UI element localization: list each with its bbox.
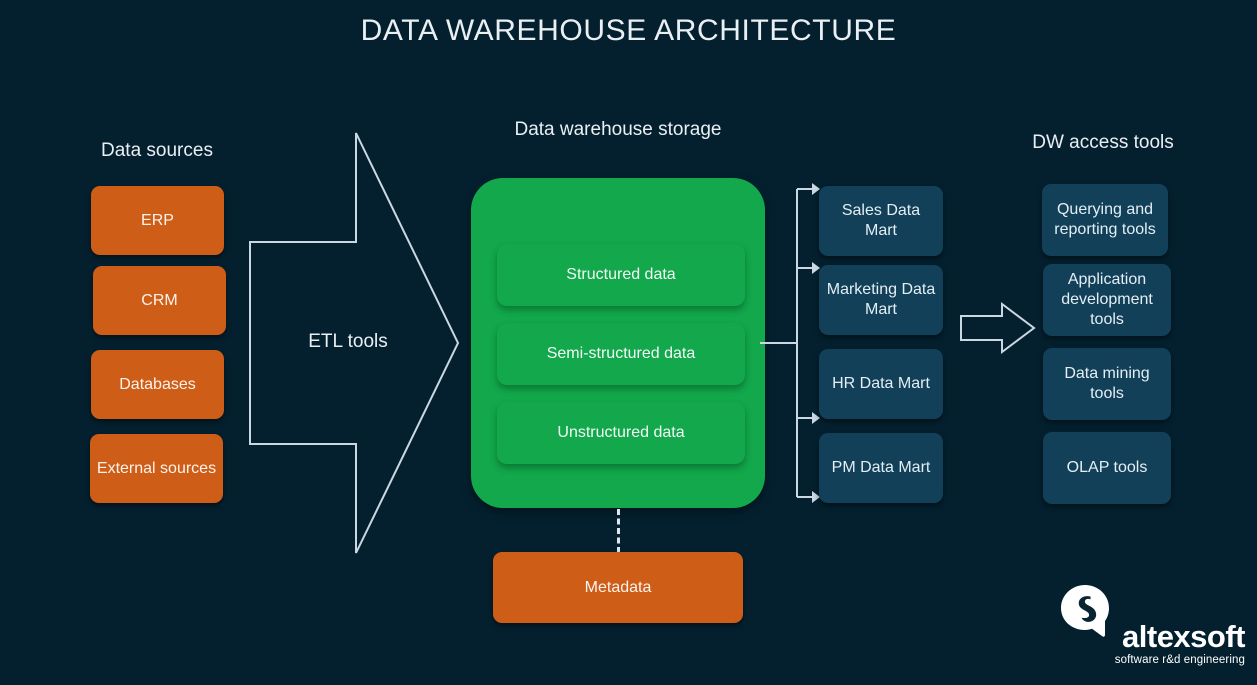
access-tool-querying-reporting[interactable]: Querying and reporting tools (1042, 184, 1168, 256)
access-tool-data-mining[interactable]: Data mining tools (1043, 348, 1171, 420)
data-source-external-sources[interactable]: External sources (90, 434, 223, 503)
altexsoft-wordmark: altexsoft (1122, 619, 1245, 654)
page-title: DATA WAREHOUSE ARCHITECTURE (360, 14, 897, 47)
data-warehouse-storage-box[interactable]: Structured data Semi-structured data Uns… (471, 178, 765, 508)
storage-panel-unstructured-data[interactable]: Unstructured data (497, 402, 745, 464)
altexsoft-tagline: software r&d engineering (1114, 654, 1245, 666)
storage-panel-semi-structured-data[interactable]: Semi-structured data (497, 323, 745, 385)
data-source-crm[interactable]: CRM (93, 266, 226, 335)
altexsoft-speech-bubble-icon (1061, 585, 1109, 637)
storage-panel-structured-data[interactable]: Structured data (497, 244, 745, 306)
data-mart-marketing[interactable]: Marketing Data Mart (819, 265, 943, 335)
access-tool-olap[interactable]: OLAP tools (1043, 432, 1171, 504)
metadata-dashed-connector (617, 509, 620, 553)
data-source-databases[interactable]: Databases (91, 350, 224, 419)
data-source-erp[interactable]: ERP (91, 186, 224, 255)
data-mart-pm[interactable]: PM Data Mart (819, 433, 943, 503)
metadata-card[interactable]: Metadata (493, 552, 743, 623)
section-heading-dw-access-tools: DW access tools (1032, 132, 1174, 153)
storage-to-marts-connector (760, 183, 820, 503)
access-tool-application-development[interactable]: Application development tools (1043, 264, 1171, 336)
marts-to-tools-arrow-icon (960, 302, 1036, 354)
etl-tools-label: ETL tools (308, 331, 388, 352)
section-heading-data-sources: Data sources (101, 140, 213, 161)
etl-arrow-shape (249, 132, 460, 554)
section-heading-storage: Data warehouse storage (514, 119, 722, 140)
data-mart-hr[interactable]: HR Data Mart (819, 349, 943, 419)
altexsoft-logo: altexsoft software r&d engineering (1055, 583, 1246, 675)
data-mart-sales[interactable]: Sales Data Mart (819, 186, 943, 256)
